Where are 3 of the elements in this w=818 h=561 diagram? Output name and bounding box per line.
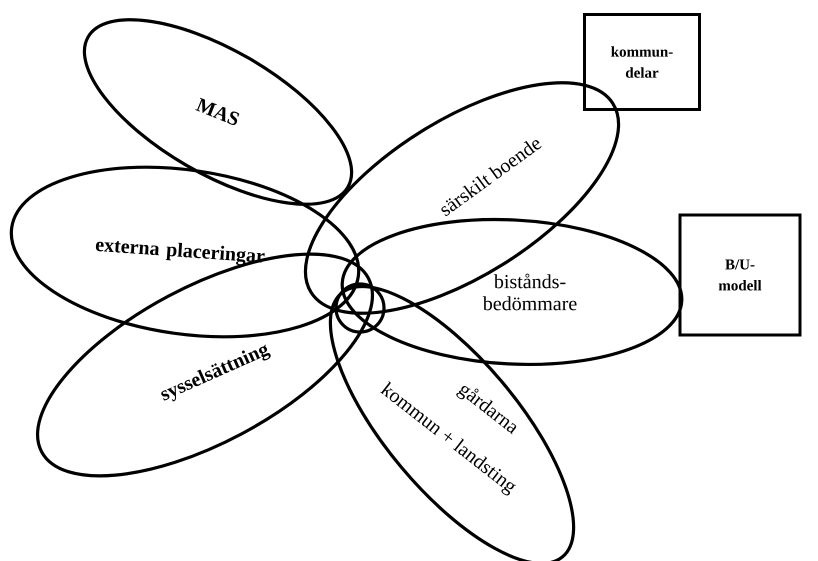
label-box: kommun- delar [583,12,701,111]
ellipse-shape [334,282,386,334]
label-box: B/U- modell [678,213,802,336]
